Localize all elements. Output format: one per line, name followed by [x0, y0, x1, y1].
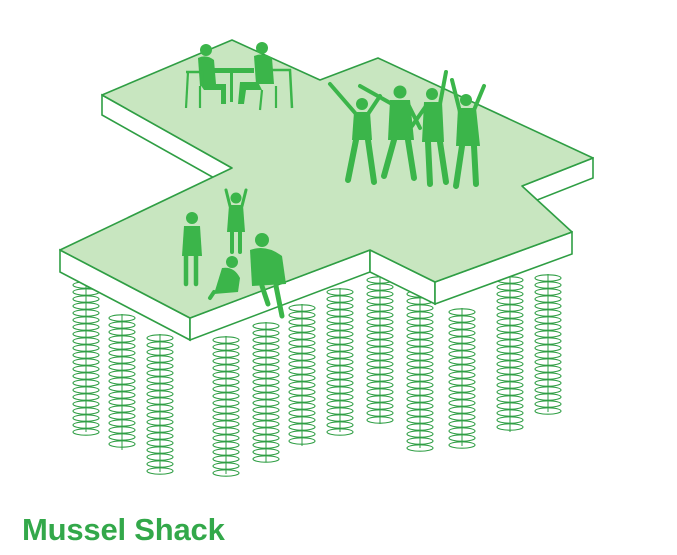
pile-column [72, 281, 100, 436]
pile-column [406, 290, 434, 452]
pile-column [496, 276, 524, 432]
pile-column [212, 336, 240, 477]
children-and-adult [182, 188, 286, 319]
pile-column [326, 288, 354, 436]
page-title: Mussel Shack [22, 512, 225, 547]
pile-column [146, 334, 174, 475]
dancers [328, 70, 486, 189]
pile-column [288, 304, 316, 446]
pile-column [108, 314, 136, 450]
pile-column [534, 274, 562, 415]
pile-column [448, 308, 476, 449]
pile-columns [72, 274, 562, 477]
pile-column [366, 276, 394, 424]
diners-at-table [184, 42, 294, 111]
mussel-shack-diagram [59, 39, 594, 477]
pile-column [252, 322, 280, 463]
